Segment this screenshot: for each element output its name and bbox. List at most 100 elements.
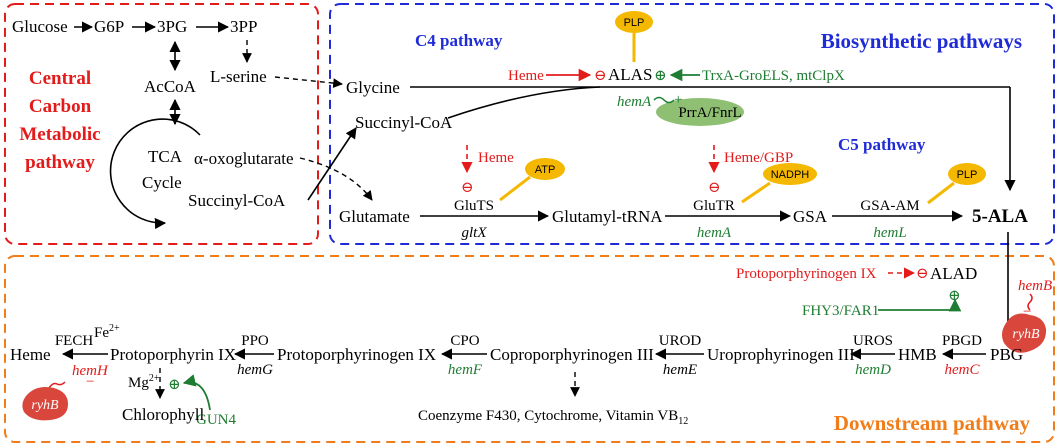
mg-label: Mg2+ — [128, 373, 160, 391]
chlorophyll-label: Chlorophyll — [122, 405, 204, 424]
arrow-aketo-glutamate — [299, 157, 373, 201]
central-title-line-3: Metabolic — [19, 124, 100, 145]
prra-label: PrrA/FnrL — [678, 105, 741, 121]
fe-text: Fe — [94, 325, 109, 341]
central-title-line-4: pathway — [25, 152, 95, 173]
plp-label-c4: PLP — [624, 17, 645, 29]
g6p-label: G6P — [94, 17, 124, 36]
glucose-label: Glucose — [12, 17, 68, 36]
ryhb-label-left: ryhB — [31, 398, 59, 413]
biosynthetic-box — [329, 3, 1055, 245]
ryhb-rna-right — [1002, 313, 1047, 353]
activate-sign-mg: ⊕ — [168, 377, 181, 393]
activate-plus-prra: + — [674, 92, 682, 108]
coproiii-label: Coproporphyrinogen III — [490, 345, 654, 364]
fe-charge: 2+ — [109, 323, 120, 334]
glutr-label: GluTR — [693, 198, 735, 214]
arrow-succ-to-c4 — [307, 127, 357, 201]
central-title-line-2: Carbon — [29, 96, 92, 117]
coenzyme-label: Coenzyme F430, Cytochrome, Vitamin VB12 — [418, 408, 688, 427]
nadph-label: NADPH — [771, 169, 810, 181]
mg-text: Mg — [128, 375, 149, 391]
atp-label: ATP — [535, 164, 556, 176]
glutamate-label: Glutamate — [339, 207, 410, 226]
heml-gene: hemL — [873, 225, 906, 241]
plp-cofactor-c5 — [948, 163, 986, 185]
central-carbon-box — [4, 3, 319, 245]
inhibit-sign-gluts: ⊖ — [461, 180, 474, 196]
c4-succ-label: Succinyl-CoA — [355, 113, 453, 132]
uroiii-label: Uroprophyrinogen III — [707, 345, 855, 364]
hemg-gene: hemG — [237, 362, 273, 378]
inhibit-sign-alad: ⊖ — [916, 266, 929, 282]
gluts-label: GluTS — [454, 198, 494, 214]
pbg-label: PBG — [990, 345, 1023, 364]
tca-label: TCA — [148, 147, 183, 166]
plp-cofactor-c4 — [615, 11, 653, 33]
protogenix-label: Protoporphyrinogen IX — [277, 345, 436, 364]
plp-link-c5 — [927, 181, 955, 205]
arrow-gun4-mg — [182, 374, 211, 411]
glutrna-label: Glutamyl-tRNA — [552, 207, 663, 226]
central-title-line-1: Central — [29, 68, 91, 89]
arrow-lserine-glycine — [274, 76, 343, 88]
plp-label-c5: PLP — [957, 169, 978, 181]
3pg-label: 3PG — [157, 17, 187, 36]
aketo-label: α-oxoglutarate — [194, 149, 294, 168]
fhy3-label: FHY3/FAR1 — [802, 303, 879, 319]
nadph-link — [741, 181, 771, 204]
hema-gene-c4: hemA — [617, 94, 652, 110]
biosynthetic-title: Biosynthetic pathways — [821, 29, 1022, 53]
downstream-title: Downstream pathway — [834, 411, 1031, 435]
hemh-minus: − — [86, 374, 94, 390]
alad-label: ALAD — [930, 264, 977, 283]
heme-gene: hemE — [663, 362, 697, 378]
cpo-label: CPO — [450, 333, 479, 349]
c4-title: C4 pathway — [415, 31, 503, 50]
gsa-label: GSA — [793, 207, 828, 226]
accoa-label: AcCoA — [144, 77, 197, 96]
heme-product-label: Heme — [10, 345, 51, 364]
lserine-label: L-serine — [210, 67, 267, 86]
coenzyme-text: Coenzyme F430, Cytochrome, Vitamin VB — [418, 408, 678, 424]
alas-label: ALAS — [608, 65, 652, 84]
tca-cycle-circle — [109, 118, 201, 230]
glycine-label: Glycine — [346, 78, 400, 97]
nadph-cofactor — [763, 163, 817, 185]
hmb-label: HMB — [898, 345, 937, 364]
prra-protein — [656, 98, 744, 126]
hemh-link — [48, 381, 66, 389]
hemc-gene: hemC — [945, 362, 981, 378]
ryhb-rna-left — [22, 387, 68, 421]
5ala-label: 5-ALA — [972, 206, 1028, 227]
hemb-link — [1027, 293, 1033, 311]
heme-gbp-inhibitor: Heme/GBP — [724, 150, 793, 166]
hemb-gene: hemB — [1018, 278, 1052, 294]
mg-charge: 2+ — [149, 373, 160, 384]
inhibit-sign-glutr: ⊖ — [708, 180, 721, 196]
gltx-gene: gltX — [462, 225, 488, 241]
urod-label: UROD — [659, 333, 702, 349]
hemb-minus: − — [1023, 304, 1031, 320]
coenzyme-subscript: 12 — [678, 416, 688, 427]
c5-title: C5 pathway — [838, 135, 926, 154]
gun4-label: GUN4 — [196, 412, 236, 428]
activate-sign-alas: ⊕ — [654, 68, 667, 84]
ppo-label: PPO — [241, 333, 269, 349]
pbgd-label: PBGD — [942, 333, 982, 349]
atp-link — [499, 175, 531, 202]
downstream-box — [4, 255, 1055, 443]
ryhb-label-right: ryhB — [1012, 327, 1040, 342]
hemf-gene: hemF — [448, 362, 483, 378]
atp-cofactor — [525, 158, 565, 180]
line-succ-alas — [447, 86, 601, 119]
central-succ-label: Succinyl-CoA — [188, 191, 286, 210]
hemh-gene: hemH — [72, 363, 109, 379]
hemd-gene: hemD — [855, 362, 891, 378]
trxa-label: TrxA-GroELS, mtClpX — [702, 68, 845, 84]
fe-label: Fe2+ — [94, 323, 120, 341]
prra-link — [653, 96, 675, 104]
gsaam-label: GSA-AM — [860, 198, 919, 214]
inhibit-sign-alas: ⊖ — [594, 68, 607, 84]
